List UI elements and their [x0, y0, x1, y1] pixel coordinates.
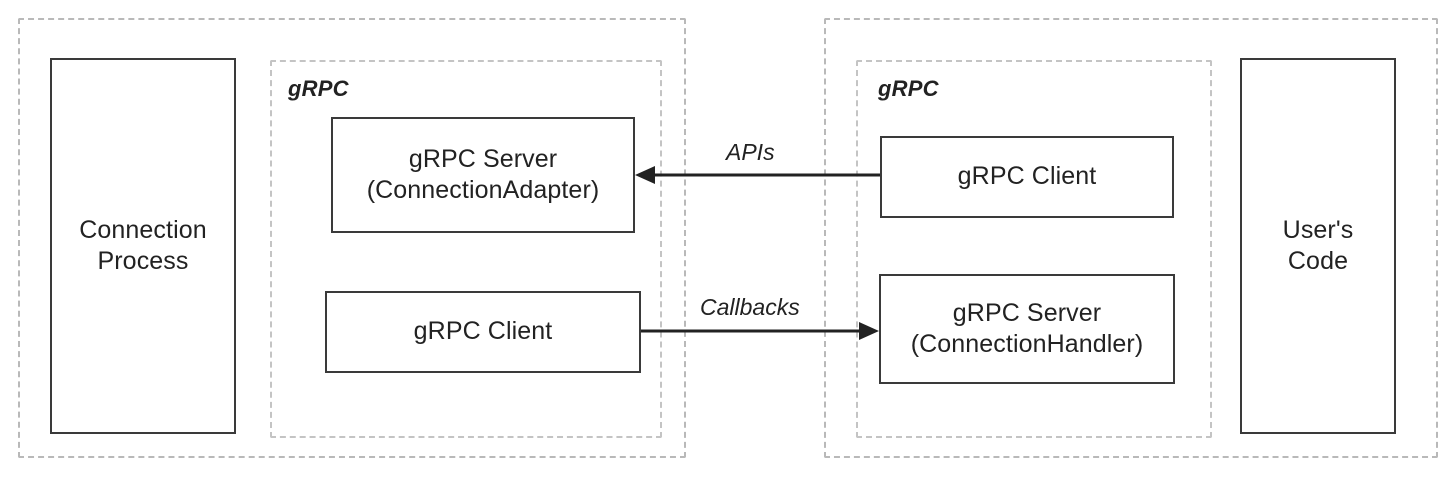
grpc-server-connection-adapter-label: gRPC Server (ConnectionAdapter) — [366, 144, 600, 205]
callbacks-arrow — [641, 322, 879, 340]
grpc-left-group-label: gRPC — [288, 76, 349, 101]
grpc-client-left-label: gRPC Client — [413, 317, 553, 346]
apis-arrow — [635, 166, 880, 184]
grpc-server-connection-handler-label: gRPC Server (ConnectionHandler) — [910, 298, 1144, 359]
grpc-client-right-label: gRPC Client — [957, 162, 1097, 191]
connection-process-label: Connection Process — [79, 215, 207, 276]
grpc-server-connection-adapter-box: gRPC Server (ConnectionAdapter) — [331, 117, 635, 233]
grpc-client-left-box: gRPC Client — [325, 291, 641, 373]
user-code-group — [824, 18, 1438, 458]
users-code-box: User's Code — [1240, 58, 1396, 434]
callbacks-arrow-label: Callbacks — [700, 294, 800, 320]
grpc-server-connection-handler-box: gRPC Server (ConnectionHandler) — [879, 274, 1175, 384]
connection-process-box: Connection Process — [50, 58, 236, 434]
connection-process-group — [18, 18, 686, 458]
grpc-left-group — [270, 60, 662, 438]
grpc-right-group — [856, 60, 1212, 438]
grpc-right-group-label: gRPC — [878, 76, 939, 101]
apis-arrow-label: APIs — [726, 139, 775, 165]
users-code-label: User's Code — [1282, 215, 1354, 276]
grpc-client-right-box: gRPC Client — [880, 136, 1174, 218]
